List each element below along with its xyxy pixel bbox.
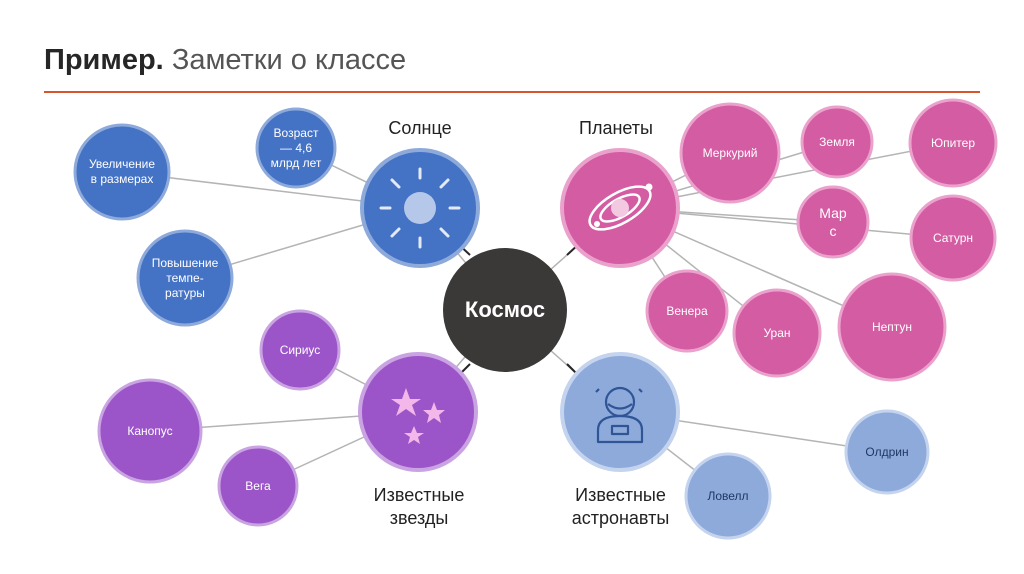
astronaut-icon: [595, 386, 644, 444]
planets-category-label: Планеты: [579, 118, 653, 138]
planet-circle-3: [908, 98, 998, 188]
astronaut-circle-2: [684, 452, 772, 540]
stars-icon: [391, 388, 445, 444]
planet-mercury: Меркурий: [702, 145, 758, 160]
stars-category-label: Известные звезды: [373, 485, 465, 528]
astronauts-category-circle: [560, 352, 680, 472]
star-circle-3: [217, 445, 299, 527]
planet-circle-1: [679, 102, 781, 204]
sun-category-label: Солнце: [388, 118, 452, 138]
sun-fact-circle-3: [136, 229, 234, 327]
stars-category-circle: [358, 352, 478, 472]
astronaut-lovell: Ловелл: [707, 488, 749, 503]
title-bold: Пример.: [44, 44, 164, 76]
astronauts-category-label: Известные астронавты: [571, 485, 670, 528]
planet-mars: Мар с: [819, 205, 847, 239]
astronaut-aldrin: Олдрин: [865, 444, 909, 459]
star-canopus: Канопус: [127, 423, 173, 438]
star-circle-1: [259, 309, 341, 391]
sun-fact-3: Повышение темпе- ратуры: [151, 255, 219, 300]
sun-fact-circle-1: [73, 123, 171, 221]
center-circle: [443, 248, 567, 372]
sun-fact-circle-2: [255, 107, 337, 189]
planet-jupiter: Юпитер: [930, 135, 976, 150]
planet-circle-4: [796, 185, 870, 259]
slide-title: Пример. Заметки о классе: [44, 44, 406, 77]
title-rule: [44, 91, 980, 93]
planet-circle-8: [837, 272, 947, 382]
astronaut-circle-1: [844, 409, 930, 495]
planet-uranus: Уран: [763, 325, 791, 340]
center-label: Космос: [464, 297, 546, 322]
star-sirius: Сириус: [279, 342, 321, 357]
center-node: Космос: [443, 248, 567, 372]
planet-neptune: Нептун: [871, 319, 913, 334]
star-circle-2: [97, 378, 203, 484]
solar-system-icon: [588, 183, 653, 231]
title-rest: Заметки о классе: [171, 44, 407, 76]
star-vega: Вега: [245, 478, 271, 493]
sun-icon: [379, 167, 461, 249]
planet-venus: Венера: [666, 303, 708, 318]
planet-circle-5: [909, 194, 997, 282]
sun-fact-1: Увеличение в размерах: [88, 157, 156, 186]
planet-circle-2: [800, 105, 874, 179]
planet-earth: Земля: [819, 134, 855, 149]
planet-circle-6: [645, 269, 729, 353]
sun-fact-2: Возраст — 4,6 млрд лет: [270, 125, 322, 170]
planet-saturn: Сатурн: [932, 230, 973, 245]
planet-circle-7: [732, 288, 822, 378]
